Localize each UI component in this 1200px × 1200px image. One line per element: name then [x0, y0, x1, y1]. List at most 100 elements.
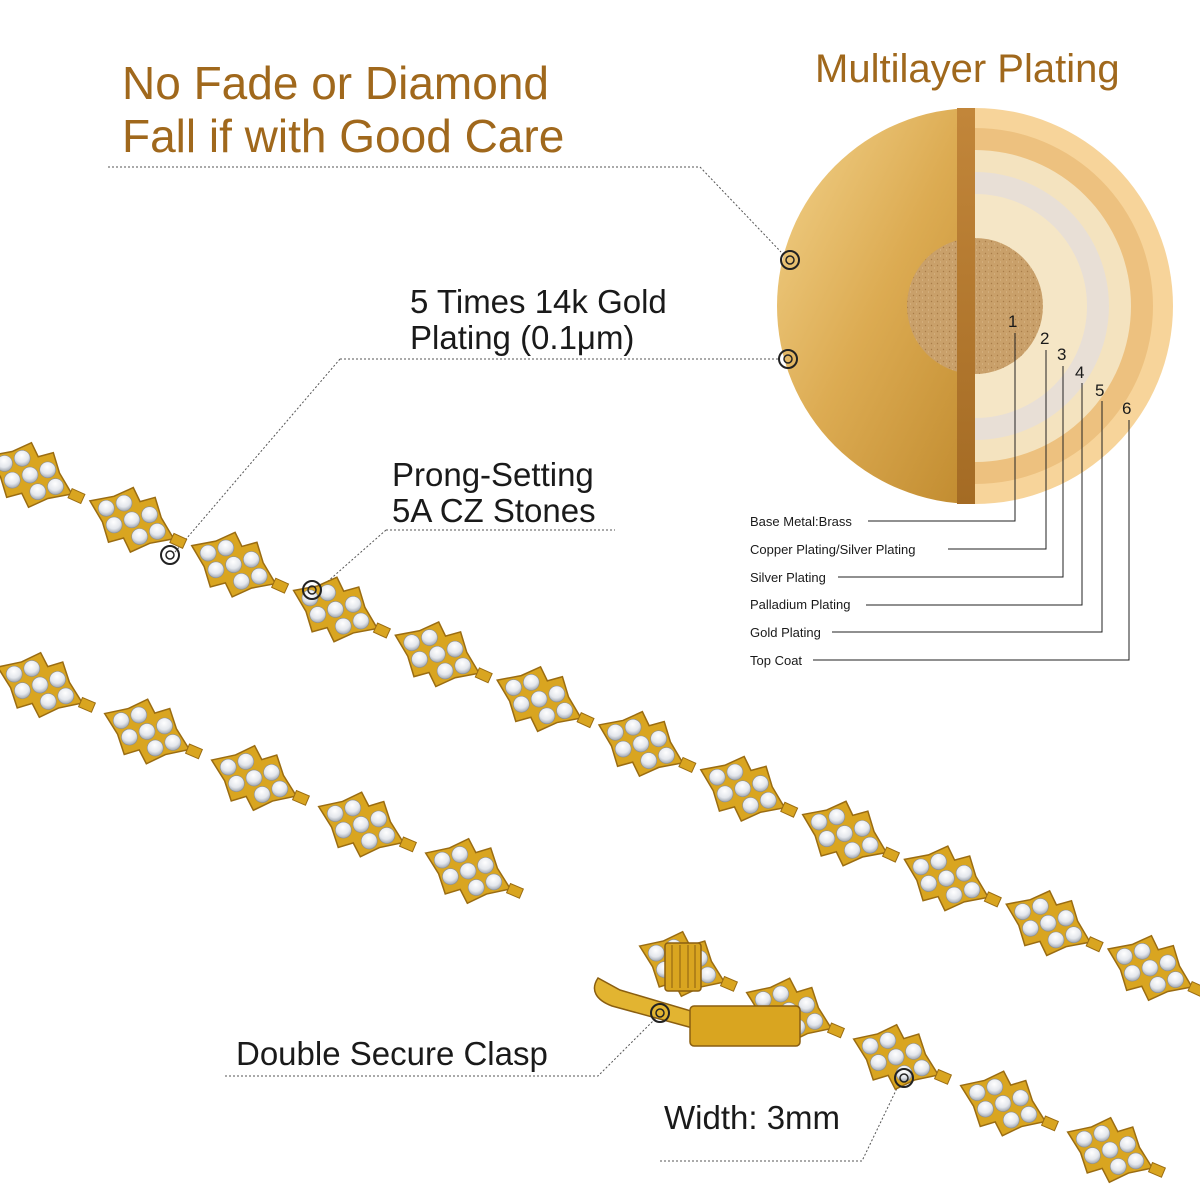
cz-stone	[411, 651, 428, 668]
layer-label-base-metal: Base Metal:Brass	[750, 514, 852, 529]
cz-stone	[263, 764, 280, 781]
cz-stone	[141, 506, 158, 523]
cz-stone	[459, 862, 477, 880]
cz-stone	[130, 706, 148, 724]
cz-stone	[326, 805, 344, 822]
cz-stone	[772, 985, 790, 1003]
cz-stone	[556, 702, 573, 719]
cz-stone	[237, 753, 255, 770]
cz-stone	[912, 858, 930, 876]
chain-link	[1106, 934, 1200, 1002]
cz-stone	[522, 674, 540, 691]
callout-marker	[307, 585, 317, 595]
cz-stone	[1014, 903, 1031, 920]
cz-stone	[930, 853, 947, 870]
cz-stone	[920, 875, 937, 892]
cz-stone	[29, 483, 47, 501]
chain-link	[903, 845, 1002, 912]
cz-stone	[968, 1084, 986, 1101]
plating-feature-line-1: 5 Times 14k Gold	[410, 283, 667, 320]
layer-number-5: 5	[1095, 381, 1105, 400]
cz-stone	[467, 879, 485, 896]
chain-link	[424, 837, 525, 905]
chain-link	[292, 576, 392, 643]
chain-link	[88, 486, 188, 554]
chain-link	[394, 621, 493, 688]
cz-stone	[433, 851, 451, 869]
cz-stone	[548, 685, 566, 703]
cz-stone	[121, 728, 138, 746]
cz-stone	[253, 786, 271, 803]
headline-line-2: Fall if with Good Care	[122, 110, 565, 162]
cz-stone	[994, 1095, 1012, 1112]
cz-stone	[836, 825, 853, 842]
cz-stone	[1116, 948, 1133, 965]
cz-stone	[955, 864, 973, 882]
cz-stone	[485, 873, 503, 891]
cz-stone	[632, 735, 650, 753]
cz-stone	[271, 780, 289, 798]
cz-stone	[334, 617, 352, 635]
chain-link	[0, 651, 97, 719]
cz-stone	[436, 662, 454, 680]
callout-marker	[780, 250, 800, 270]
cz-stone	[250, 567, 268, 585]
cz-stone	[352, 816, 370, 833]
cz-stone	[21, 466, 39, 484]
cz-stone	[23, 660, 41, 677]
cz-stone	[798, 996, 815, 1014]
cz-stone	[887, 1048, 905, 1066]
cz-stone	[614, 740, 632, 758]
chain-link	[103, 698, 204, 765]
cz-stone	[156, 717, 173, 735]
callout-marker	[302, 580, 322, 600]
clasp-feature: Double Secure Clasp	[236, 1035, 548, 1072]
callout-marker	[165, 550, 175, 560]
chain-link	[0, 441, 86, 509]
cz-stone	[454, 657, 472, 675]
cz-stone	[1012, 1089, 1029, 1107]
cz-stone	[115, 494, 133, 512]
layer-lines	[813, 333, 1130, 661]
cz-stone	[344, 596, 362, 613]
cz-stone	[879, 1032, 897, 1049]
cz-stone	[13, 449, 31, 467]
cz-stone	[658, 747, 675, 764]
cz-stone	[861, 836, 879, 854]
cz-stone	[403, 634, 421, 652]
layer-label-palladium: Palladium Plating	[750, 597, 851, 612]
cz-stone	[624, 718, 642, 736]
cz-stone	[47, 478, 64, 495]
callout-marker	[783, 354, 793, 364]
cz-stone	[1020, 1106, 1038, 1123]
cz-stone	[870, 1054, 887, 1071]
cz-stone	[1084, 1147, 1101, 1164]
cz-stone	[938, 870, 955, 887]
callout-marker	[785, 255, 795, 265]
chain-link	[959, 1070, 1060, 1137]
cz-stone	[505, 679, 522, 696]
chain-link	[1005, 889, 1104, 957]
chain-link	[495, 665, 595, 733]
cz-stone	[146, 739, 164, 757]
cz-stone	[378, 827, 396, 844]
cz-stone	[607, 724, 624, 741]
diagram-title: Multilayer Plating	[815, 47, 1120, 91]
layer-number-1: 1	[1008, 312, 1018, 331]
headline-line-1: No Fade or Diamond	[122, 57, 549, 109]
cz-stone	[1167, 971, 1184, 988]
cz-stone	[650, 730, 667, 748]
cz-stone	[39, 693, 57, 710]
callout-marker	[778, 349, 798, 369]
cz-stone	[810, 813, 828, 831]
cz-stone	[530, 690, 548, 708]
cz-stone	[446, 640, 464, 658]
layer-number-3: 3	[1057, 345, 1067, 364]
cz-stone	[1101, 1141, 1119, 1159]
cz-stone	[708, 768, 726, 786]
cz-stone	[112, 712, 130, 729]
cz-stone	[1159, 954, 1177, 972]
cz-stone	[138, 723, 156, 740]
